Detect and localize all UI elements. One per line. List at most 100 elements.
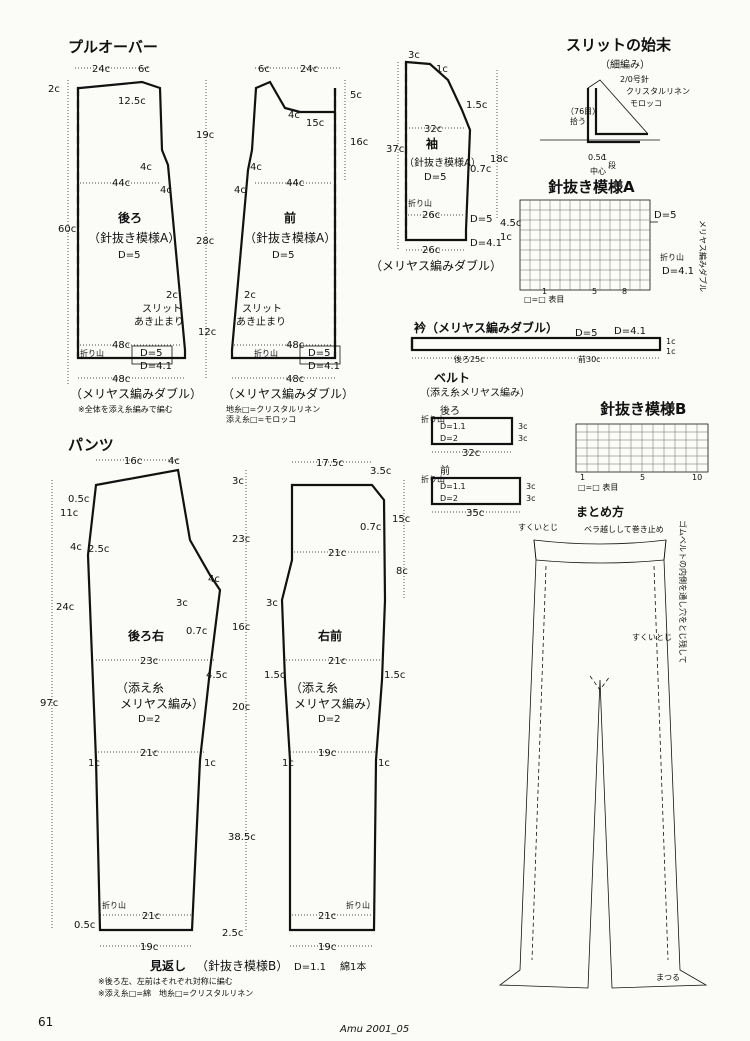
pants-back-45: 4.5c bbox=[206, 670, 227, 681]
pullover-title: プルオーバー bbox=[68, 38, 158, 56]
pants-back-yarn1: （添え糸 bbox=[116, 681, 164, 695]
front-slit-2c: 2c bbox=[244, 290, 256, 301]
pants-back-1b: 1c bbox=[204, 758, 216, 769]
dim-front-5: 5c bbox=[350, 90, 362, 101]
pants-front-15b: 1.5c bbox=[384, 670, 405, 681]
front-rib: （メリヤス編みダブル） bbox=[222, 386, 354, 401]
assembly-side: ゴムベルトの内側を通し穴をとじ残して bbox=[678, 520, 688, 664]
front-body-outline bbox=[230, 80, 337, 360]
pants-back-25: 2.5c bbox=[88, 544, 109, 555]
back-48b: 48c bbox=[112, 374, 130, 385]
patternA-legend: □=□ 表目 bbox=[524, 294, 564, 304]
sleeve-37: 37c bbox=[386, 144, 404, 155]
assembly-waistband bbox=[533, 539, 667, 564]
patternA-side: メリヤス編みダブル bbox=[698, 220, 708, 292]
patternB-n1: 1 bbox=[580, 473, 585, 482]
patternB-title: 針抜き模様B bbox=[600, 400, 686, 418]
pants-mid-20: 20c bbox=[232, 702, 250, 713]
assembly-pants-outline bbox=[498, 539, 708, 989]
collar-front: 前30c bbox=[578, 354, 601, 364]
pants-back-23: 23c bbox=[140, 656, 158, 667]
pants-front-yarn1: （添え糸 bbox=[290, 681, 338, 695]
pants-mid-3: 3c bbox=[232, 476, 244, 487]
sleeve-26b: 26c bbox=[422, 245, 440, 256]
pants-front-175: 17.5c bbox=[316, 458, 344, 469]
dim-front-6: 6c bbox=[258, 64, 270, 75]
collar-back: 後ろ25c bbox=[454, 354, 485, 364]
sleeve-d41: D=4.1 bbox=[470, 238, 502, 249]
front-48: 48c bbox=[286, 340, 304, 351]
dim-back-4b: 4c bbox=[160, 185, 172, 196]
facing-title: 見返し bbox=[149, 958, 186, 973]
front-name: 前 bbox=[284, 210, 296, 225]
collar-piece bbox=[410, 336, 662, 352]
assembly-stitch2: すくいとじ bbox=[632, 633, 672, 642]
back-d5: D=5 bbox=[140, 348, 162, 359]
slit-count: （76目） bbox=[566, 107, 600, 116]
magazine-tag: Amu 2001_05 bbox=[339, 1024, 409, 1035]
belt-back: 後ろ bbox=[440, 404, 460, 417]
pants-back-05: 0.5c bbox=[68, 494, 89, 505]
dim-front-4b: 4c bbox=[250, 162, 262, 173]
dim-back-2: 2c bbox=[48, 84, 60, 95]
sleeve-26: 26c bbox=[422, 210, 440, 221]
assembly-note1: ベラ越しして巻き止め bbox=[584, 524, 664, 534]
sleeve-32: 32c bbox=[424, 124, 442, 135]
pants-mid-16: 16c bbox=[232, 622, 250, 633]
back-slit-end: あき止まり bbox=[134, 316, 184, 328]
pants-front-21a: 21c bbox=[328, 548, 346, 559]
dim-front-4c: 4c bbox=[234, 185, 246, 196]
sleeve-rib: （メリヤス編みダブル） bbox=[370, 258, 502, 273]
back-fold: 折り山 bbox=[80, 348, 104, 358]
pants-back-16: 16c bbox=[124, 456, 142, 467]
slit-title: スリットの始末 bbox=[566, 36, 672, 54]
assembly-stitch3: まつる bbox=[656, 973, 680, 982]
front-pattern: （針抜き模様A） bbox=[244, 230, 336, 245]
dim-back-neck: 12.5c bbox=[118, 96, 146, 107]
pants-mid-23: 23c bbox=[232, 534, 250, 545]
dim-back-24: 24c bbox=[92, 64, 110, 75]
pants-mid-25: 2.5c bbox=[222, 928, 243, 939]
back-48: 48c bbox=[112, 340, 130, 351]
sleeve-18: 18c bbox=[490, 154, 508, 165]
patternA-d5: D=5 bbox=[654, 210, 676, 221]
dim-front-4: 4c bbox=[288, 110, 300, 121]
slit-05: 0.5c bbox=[588, 153, 605, 162]
dim-front-24: 24c bbox=[300, 64, 318, 75]
pants-back-1a: 1c bbox=[88, 758, 100, 769]
page-number: 61 bbox=[38, 1015, 53, 1029]
pullover-note3: 添え糸□=モロッコ bbox=[226, 414, 296, 424]
patternB-n10: 10 bbox=[692, 473, 702, 482]
belt-front-piece bbox=[430, 476, 522, 506]
belt-back-3b: 3c bbox=[518, 434, 528, 443]
dim-back-6: 6c bbox=[138, 64, 150, 75]
back-body-outline bbox=[76, 80, 187, 360]
pants-back-d: D=2 bbox=[138, 714, 160, 725]
slit-yarn2: モロッコ bbox=[630, 99, 662, 108]
pants-front-21c: 21c bbox=[318, 911, 336, 922]
pants-back-97: 97c bbox=[40, 698, 58, 709]
dim-back-44: 44c bbox=[112, 178, 130, 189]
slit-hook: 2/0号針 bbox=[620, 74, 649, 84]
pants-back-21b: 21c bbox=[142, 911, 160, 922]
back-d: D=5 bbox=[118, 250, 140, 261]
belt-back-32: 32c bbox=[462, 448, 480, 459]
sleeve-title: 袖 bbox=[426, 136, 438, 151]
belt-front-35: 35c bbox=[466, 508, 484, 519]
pants-front-yarn2: メリヤス編み） bbox=[294, 696, 378, 711]
dim-12: 12c bbox=[198, 327, 216, 338]
pants-back-11: 11c bbox=[60, 508, 78, 519]
back-d41: D=4.1 bbox=[140, 361, 172, 372]
pants-front-fold: 折り山 bbox=[346, 900, 370, 910]
patternB-grid bbox=[575, 423, 709, 473]
belt-sub: （添え糸メリヤス編み） bbox=[420, 386, 530, 399]
belt-front-d2: D=2 bbox=[440, 494, 458, 503]
pants-front-d: D=2 bbox=[318, 714, 340, 725]
pants-back-19: 19c bbox=[140, 942, 158, 953]
pullover-note2: 地糸□=クリスタルリネン bbox=[226, 404, 320, 414]
belt-title: ベルト bbox=[434, 371, 470, 385]
slit-1: 1 bbox=[602, 153, 607, 162]
pants-front-3: 3c bbox=[266, 598, 278, 609]
facing-note1: ※後ろ左、左前はそれぞれ対称に編む bbox=[98, 976, 233, 986]
